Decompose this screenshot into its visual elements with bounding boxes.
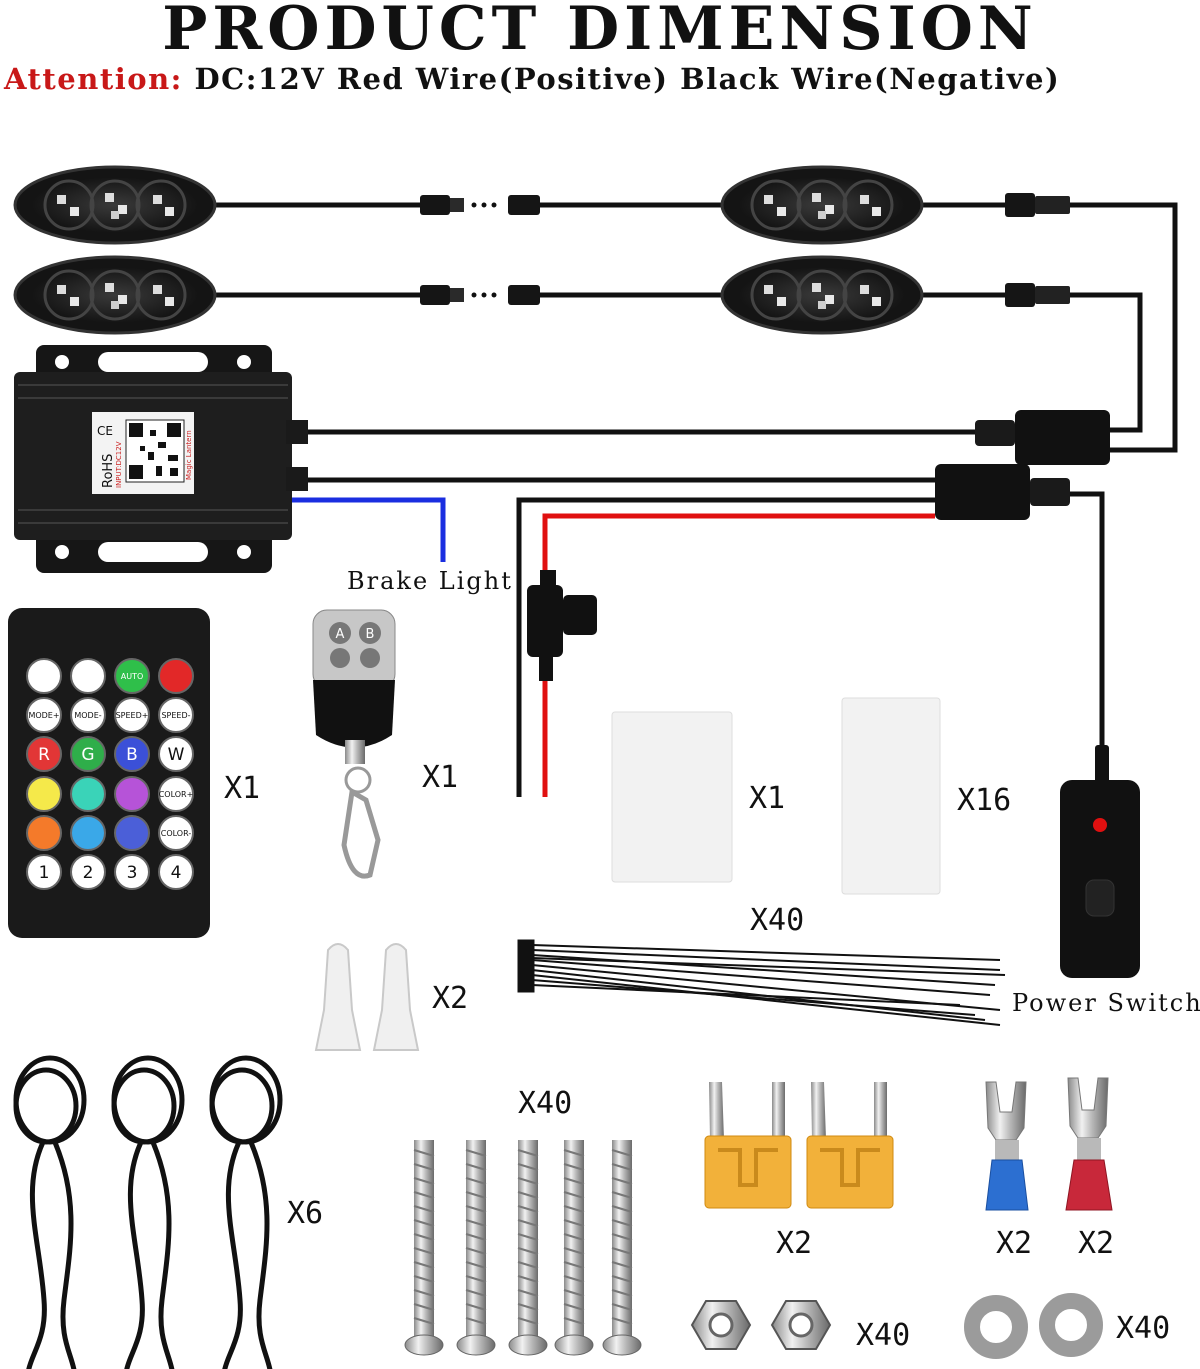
remote-button-r3c2 xyxy=(70,736,106,772)
pod-light-3 xyxy=(720,165,924,245)
fob-button-b: B xyxy=(366,627,375,642)
remote-button-r5c4 xyxy=(158,815,194,851)
remote-button-r3c4 xyxy=(158,736,194,772)
pod-connectors xyxy=(420,193,1070,307)
remote-button-label: MODE- xyxy=(74,711,101,720)
pod-light-1 xyxy=(13,165,217,245)
remote-button-r6c2 xyxy=(70,854,106,890)
red-terminal-qty: X2 xyxy=(1078,1226,1114,1261)
power-switch-label: Power Switch xyxy=(1012,989,1200,1017)
blue-terminal-qty: X2 xyxy=(996,1226,1032,1261)
remote-button-label: SPEED- xyxy=(161,711,190,720)
cable-ties-qty: X40 xyxy=(750,903,804,938)
wire-caps-qty: X2 xyxy=(432,981,468,1016)
remote-button-label: SPEED+ xyxy=(116,711,149,720)
remote-button-label: G xyxy=(81,745,94,765)
remote-button-label: MODE+ xyxy=(28,711,59,720)
remote-button-r1c2 xyxy=(70,658,106,694)
pod-lights xyxy=(13,165,924,335)
fob-button-a: A xyxy=(336,627,345,642)
remote-button-r6c3 xyxy=(114,854,150,890)
remote-button-r4c4 xyxy=(158,776,194,812)
remote-button-r2c2 xyxy=(70,697,106,733)
remote-button-label: COLOR+ xyxy=(159,790,194,799)
input-label: INPUT:DC12V xyxy=(115,441,123,488)
remote-button-r1c4 xyxy=(158,658,194,694)
red-spade-terminal xyxy=(1065,1077,1113,1211)
nuts-qty: X40 xyxy=(856,1318,910,1353)
wires xyxy=(215,202,1178,797)
splitter-harness xyxy=(935,410,1110,520)
adhesive-pads xyxy=(611,697,941,895)
remote-button-r1c3 xyxy=(114,658,150,694)
brake-light-label: Brake Light xyxy=(347,567,513,595)
washers xyxy=(964,1293,1103,1359)
blade-fuses xyxy=(704,1082,894,1209)
remote-button-r3c3 xyxy=(114,736,150,772)
remote-button-label: 4 xyxy=(171,863,182,883)
remote-button-r4c2 xyxy=(70,776,106,812)
power-switch xyxy=(1060,745,1140,978)
wire-caps xyxy=(314,943,420,1051)
ir-remote: AUTO MODE+ MODE- SPEED+ SPEED- R G B W COLOR+ COLO… xyxy=(8,608,210,938)
cable-ties xyxy=(517,939,1006,1026)
controller-box: CE RoHS INPUT:DC12V Magic Lantern xyxy=(14,345,308,573)
remote-button-r1c1 xyxy=(26,658,62,694)
remote-button-r6c1 xyxy=(26,854,62,890)
key-fob-qty: X1 xyxy=(422,760,458,795)
page-title: PRODUCT DIMENSION xyxy=(162,0,1038,64)
remote-button-r5c3 xyxy=(114,815,150,851)
remote-button-r5c2 xyxy=(70,815,106,851)
remote-button-label: R xyxy=(38,745,50,765)
remote-button-label: 2 xyxy=(83,863,94,883)
rohs-mark: RoHS xyxy=(101,454,116,488)
remote-button-r2c1 xyxy=(26,697,62,733)
remote-button-r4c1 xyxy=(26,776,62,812)
remote-button-r6c4 xyxy=(158,854,194,890)
ir-remote-qty: X1 xyxy=(224,771,260,806)
remote-button-label: W xyxy=(168,745,185,765)
remote-button-label: 1 xyxy=(39,863,50,883)
remote-button-r4c3 xyxy=(114,776,150,812)
attention-note: Attention: DC:12V Red Wire(Positive) Bla… xyxy=(4,62,1060,96)
remote-button-label: COLOR- xyxy=(161,829,192,838)
screws xyxy=(404,1139,642,1356)
attention-label: Attention: xyxy=(4,62,183,96)
screws-qty: X40 xyxy=(518,1086,572,1121)
large-pad-qty: X16 xyxy=(957,783,1011,818)
remote-button-label: 3 xyxy=(127,863,138,883)
ce-mark: CE xyxy=(97,424,113,438)
remote-button-r3c1 xyxy=(26,736,62,772)
key-fob-remote: A B xyxy=(312,609,396,879)
remote-button-label: AUTO xyxy=(121,672,144,681)
attention-text: DC:12V Red Wire(Positive) Black Wire(Neg… xyxy=(194,62,1061,96)
inline-fuse-holder xyxy=(527,570,597,681)
hex-nuts xyxy=(690,1300,832,1350)
extension-cables-qty: X6 xyxy=(287,1196,323,1231)
fuses-qty: X2 xyxy=(776,1226,812,1261)
extension-cables xyxy=(16,1058,280,1369)
pod-light-2 xyxy=(13,255,217,335)
washers-qty: X40 xyxy=(1116,1311,1170,1346)
remote-button-label: B xyxy=(126,745,138,765)
small-pad-qty: X1 xyxy=(749,781,785,816)
remote-button-r5c1 xyxy=(26,815,62,851)
blue-spade-terminal xyxy=(985,1081,1029,1211)
remote-button-r2c3 xyxy=(114,697,150,733)
pod-light-4 xyxy=(720,255,924,335)
remote-button-r2c4 xyxy=(158,697,194,733)
brand-label: Magic Lantern xyxy=(185,430,193,480)
